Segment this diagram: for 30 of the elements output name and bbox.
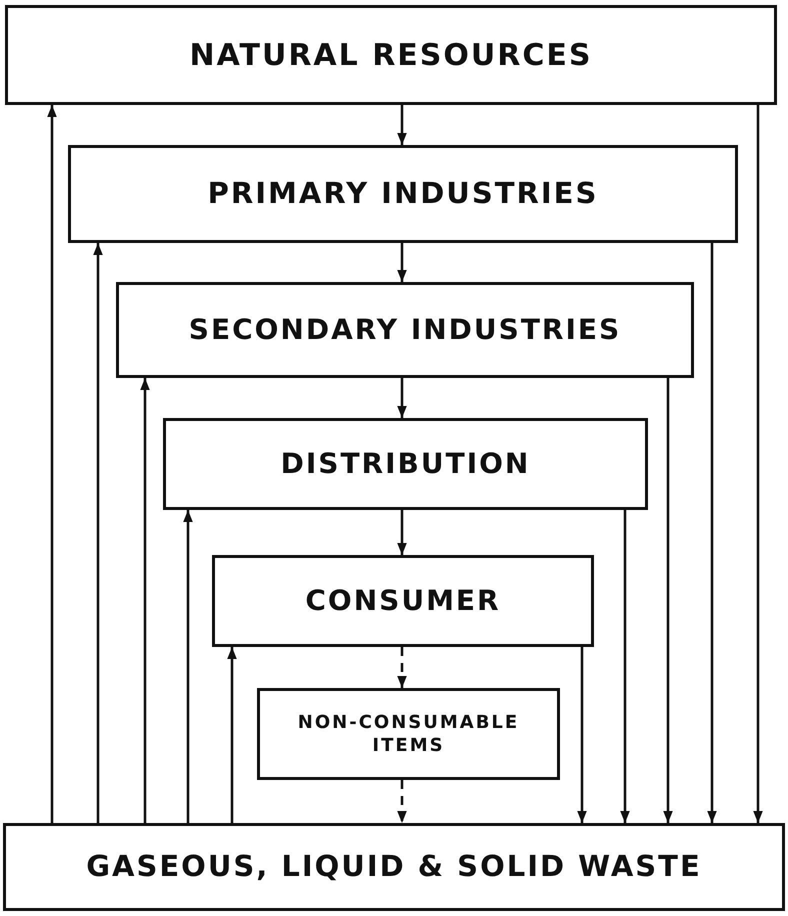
stage-box [68, 145, 738, 243]
arrow [140, 378, 150, 823]
stage-box [3, 823, 785, 911]
stage-label: DISTRIBUTION [280, 446, 530, 482]
stage-box [5, 5, 777, 105]
storage-box [257, 688, 560, 780]
arrow [707, 243, 717, 823]
arrow [183, 510, 193, 823]
stage-label: NON-CONSUMABLE ITEMS [296, 710, 520, 758]
arrow [397, 243, 407, 282]
arrow [397, 378, 407, 418]
stage-label: SECONDARY INDUSTRIES [188, 312, 622, 348]
arrow [227, 647, 237, 823]
arrow [93, 243, 103, 823]
arrow [663, 378, 673, 823]
stage-label: NATURAL RESOURCES [190, 36, 592, 74]
arrow [47, 105, 57, 823]
stage-box [116, 282, 694, 378]
stage-box [163, 418, 648, 510]
stage-label: GASEOUS, LIQUID & SOLID WASTE [86, 848, 702, 886]
arrow [620, 510, 630, 823]
stage-label: PRIMARY INDUSTRIES [208, 175, 598, 212]
stage-box [212, 555, 594, 647]
arrow [577, 647, 587, 823]
dashed-arrow [397, 647, 407, 688]
stage-label: CONSUMER [305, 582, 501, 619]
arrow [397, 510, 407, 555]
arrow [753, 105, 763, 823]
dashed-arrow [397, 780, 407, 823]
arrow [397, 105, 407, 145]
